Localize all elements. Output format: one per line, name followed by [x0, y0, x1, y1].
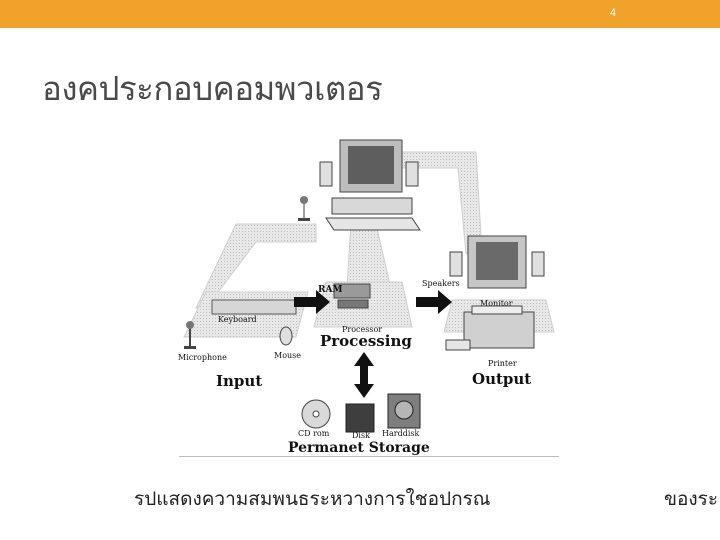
label-keyboard: Keyboard: [218, 315, 257, 324]
ram-chip-icon: [333, 283, 371, 309]
monitor-icon: [449, 235, 545, 289]
computer-components-diagram: Speakers RAM Monitor Keyboard Processor …: [178, 139, 555, 456]
caption-divider: [179, 456, 559, 457]
top-computer-icon: [319, 139, 421, 231]
label-speakers: Speakers: [422, 279, 460, 288]
label-microphone: Microphone: [178, 353, 227, 362]
band-left: [195, 223, 317, 309]
top-microphone-icon: [298, 196, 310, 221]
slide-title: องคประกอบคอมพวเตอร: [42, 69, 383, 108]
printer-icon: [445, 305, 535, 351]
label-storage: Permanet Storage: [288, 440, 430, 456]
label-processor: Processor: [342, 325, 382, 334]
keyboard-icon: [211, 299, 297, 315]
label-processing: Processing: [320, 332, 412, 350]
harddisk-icon: [387, 393, 421, 429]
page-number: 4: [609, 7, 616, 19]
arrow-processor-to-output: [416, 290, 452, 314]
label-output: Output: [472, 370, 531, 388]
label-harddisk: Harddisk: [382, 429, 419, 438]
label-cd-rom: CD rom: [298, 429, 330, 438]
microphone-icon: [184, 321, 196, 349]
cd-rom-icon: [301, 399, 331, 429]
arrow-input-to-ram: [294, 290, 330, 314]
label-disk: Disk: [352, 431, 370, 440]
disk-icon: [345, 403, 375, 433]
arrow-processing-storage: [354, 352, 374, 398]
figure-caption: รปแสดงความสมพนธระหวางการใชอปกรณ: [134, 488, 491, 510]
label-input: Input: [216, 372, 262, 390]
label-monitor: Monitor: [480, 299, 513, 308]
label-mouse: Mouse: [274, 351, 301, 360]
figure-caption-tail: ของระ: [664, 488, 719, 510]
mouse-icon: [279, 326, 293, 346]
header-bar: 4: [0, 0, 720, 28]
label-printer: Printer: [488, 359, 517, 368]
label-ram: RAM: [318, 285, 342, 295]
